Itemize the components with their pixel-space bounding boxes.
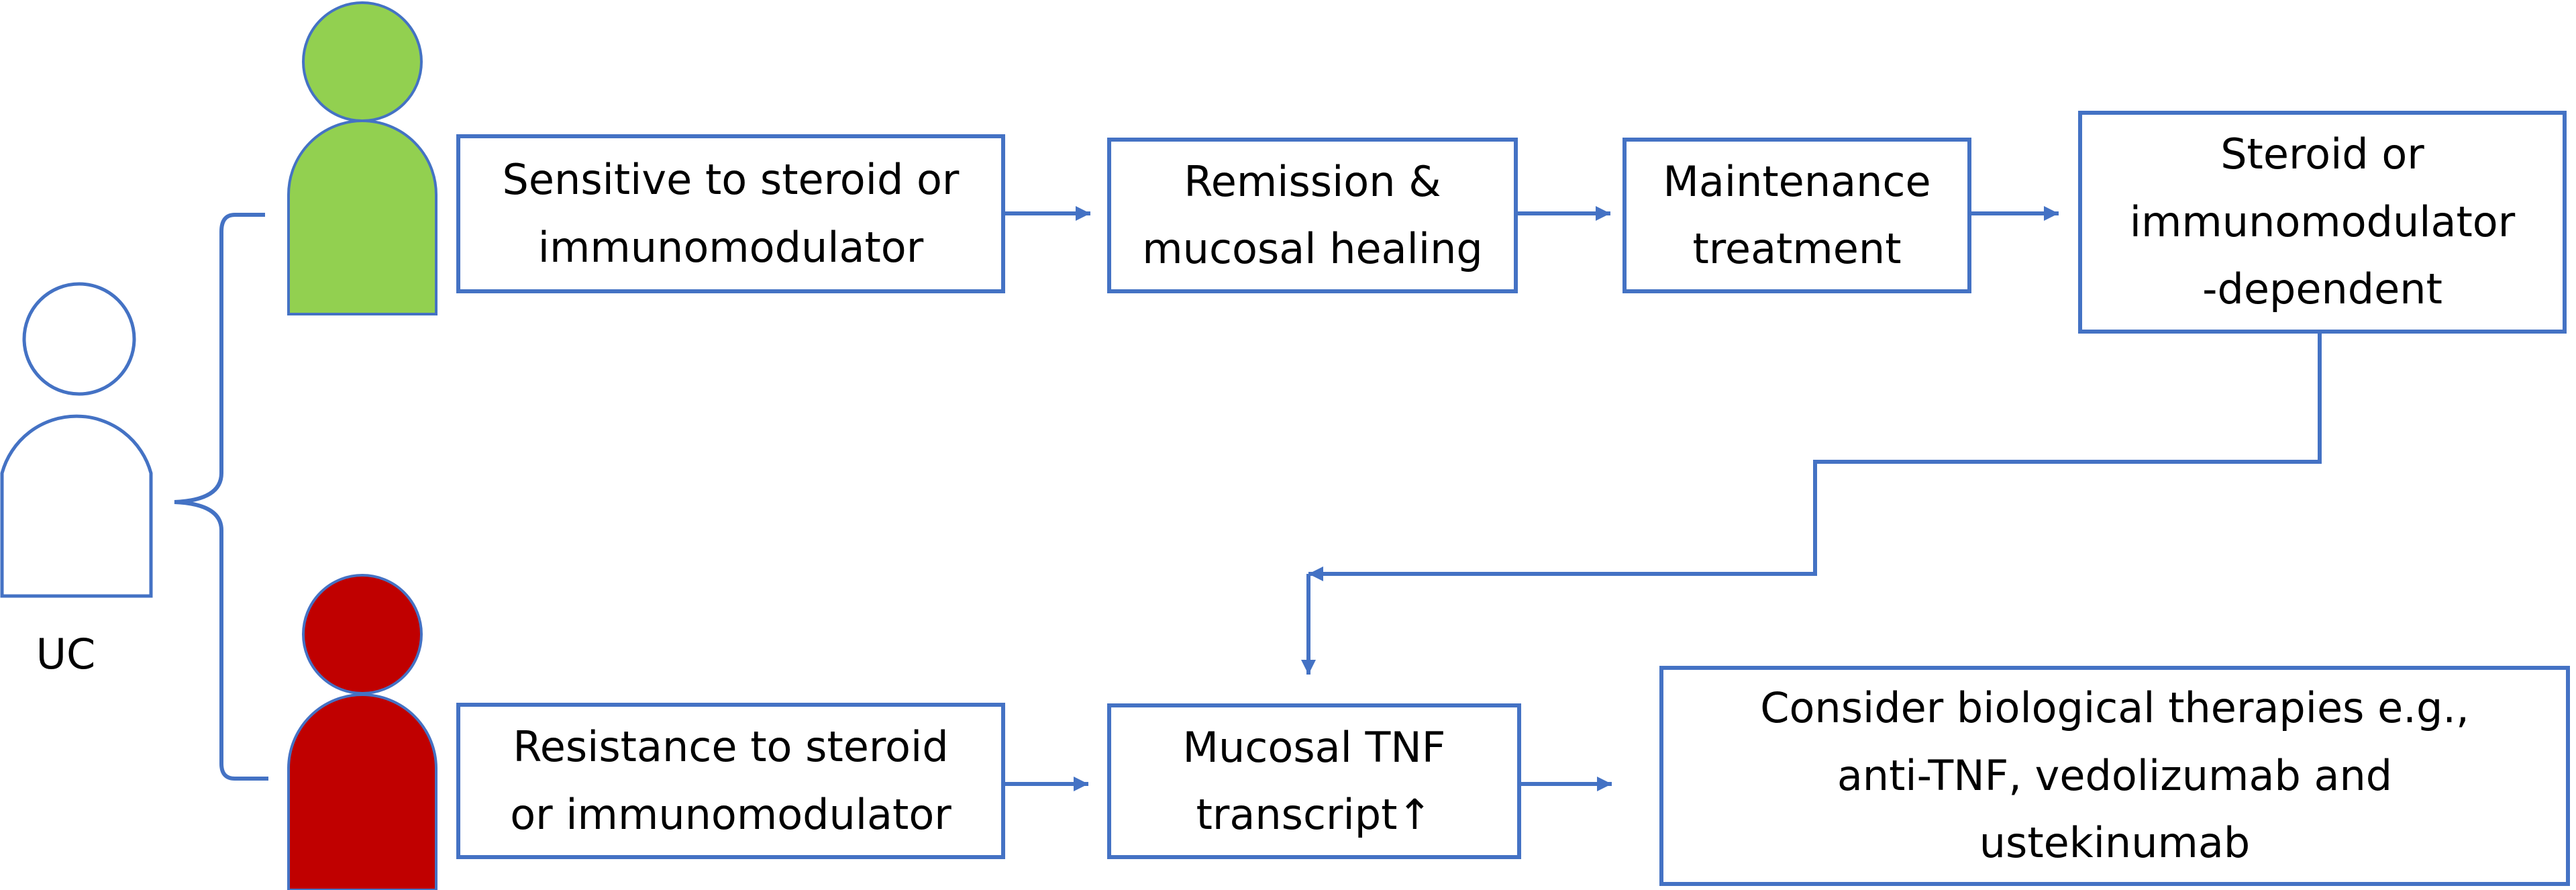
biologics-box-line-3: ustekinumab <box>1979 818 2251 868</box>
tnf-box-line-1: Mucosal TNF <box>1182 722 1446 772</box>
resistance-box-line-1: Resistance to steroid <box>513 722 949 772</box>
maintenance-box: Maintenance treatment <box>1622 138 1971 293</box>
biologics-box-line-1: Consider biological therapies e.g., <box>1760 683 2469 733</box>
connector-dependent-to-tnf <box>1308 332 2322 581</box>
sensitive-box: Sensitive to steroid or immunomodulator <box>456 134 1005 293</box>
sensitive-box-line-1: Sensitive to steroid or <box>502 155 960 205</box>
remission-box-line-2: mucosal healing <box>1142 224 1483 273</box>
sensitive-patient-figure <box>287 1 437 315</box>
resistance-box: Resistance to steroid or immunomodulator <box>456 703 1005 859</box>
biologics-box: Consider biological therapies e.g., anti… <box>1659 666 2570 886</box>
sensitive-patient-head <box>302 1 423 122</box>
uc-patient-head <box>22 282 136 396</box>
branch-bracket <box>174 213 268 781</box>
sensitive-patient-body <box>287 119 437 315</box>
dependent-box: Steroid or immunomodulator -dependent <box>2078 111 2567 334</box>
resistant-patient-body <box>287 693 437 890</box>
maintenance-box-line-1: Maintenance <box>1663 156 1931 206</box>
tnf-box-line-2: transcript↑ <box>1196 790 1433 839</box>
resistant-patient-figure <box>287 574 437 890</box>
dependent-box-line-3: -dependent <box>2202 264 2442 314</box>
uc-patient-figure <box>0 282 153 598</box>
biologics-box-line-2: anti-TNF, vedolizumab and <box>1837 750 2393 800</box>
dependent-box-line-1: Steroid or <box>2220 130 2424 179</box>
sensitive-box-line-2: immunomodulator <box>537 222 924 272</box>
resistant-patient-head <box>302 574 423 695</box>
remission-box: Remission & mucosal healing <box>1107 138 1518 293</box>
uc-patient-body <box>0 414 153 598</box>
resistance-box-line-2: or immunomodulator <box>510 789 951 839</box>
dependent-box-line-2: immunomodulator <box>2129 197 2516 246</box>
maintenance-box-line-2: treatment <box>1692 224 1902 273</box>
tnf-box: Mucosal TNF transcript↑ <box>1107 703 1521 859</box>
remission-box-line-1: Remission & <box>1184 156 1441 206</box>
uc-label: UC <box>36 630 96 679</box>
